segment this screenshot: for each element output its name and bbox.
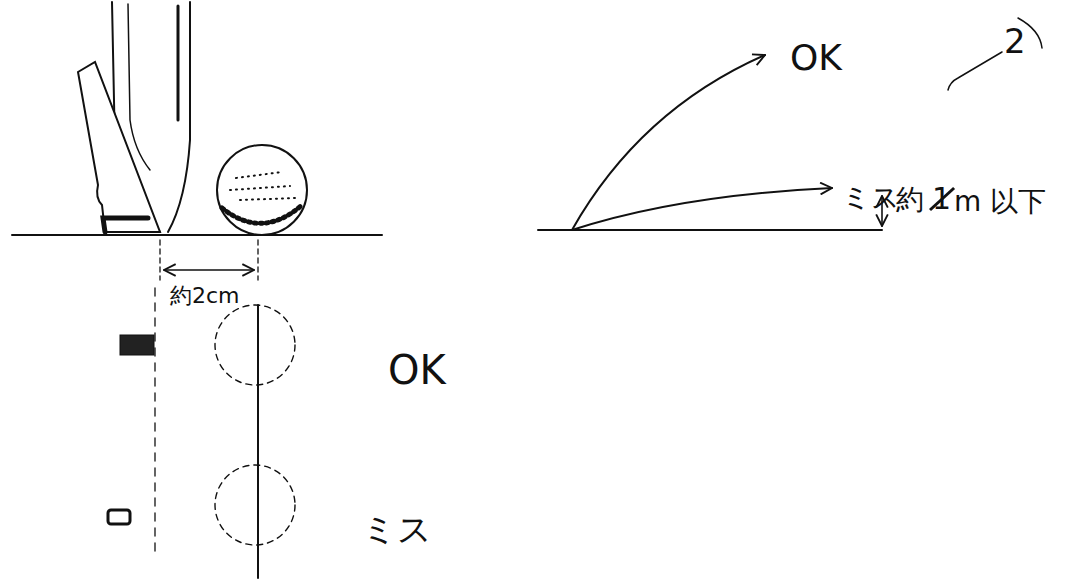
ground-line	[538, 229, 882, 231]
golf-ball	[217, 145, 307, 235]
ball-dimples	[230, 172, 296, 200]
target-line	[257, 305, 259, 578]
ball-position	[215, 465, 295, 545]
club-shaft	[168, 2, 190, 232]
trajectory-miss	[572, 188, 832, 230]
dimension-line	[159, 240, 160, 280]
result-label: OK	[790, 40, 842, 76]
correction-leader	[948, 52, 1002, 90]
correction-number: 2	[1004, 24, 1026, 58]
ball-position	[215, 305, 295, 385]
face-line	[154, 288, 155, 555]
result-label: ミス	[362, 512, 432, 546]
dimension-line	[257, 240, 258, 280]
note-text: 約	[896, 186, 924, 214]
ground-line	[12, 234, 382, 236]
club-shade	[128, 4, 150, 170]
club-face	[78, 62, 160, 232]
note-text: m 以下	[954, 188, 1046, 216]
result-label: OK	[388, 350, 446, 390]
trajectory-ok	[572, 55, 765, 230]
club-head-ok	[120, 335, 154, 355]
dimension-arrow	[164, 269, 254, 270]
ball-shade	[222, 205, 302, 223]
club-sole	[103, 218, 148, 232]
result-label: ミス	[842, 184, 900, 212]
dimension-label: 約2cm	[170, 285, 240, 307]
club-head-miss	[108, 510, 130, 524]
struck-number: 1	[932, 184, 951, 214]
club-shade	[177, 6, 180, 120]
